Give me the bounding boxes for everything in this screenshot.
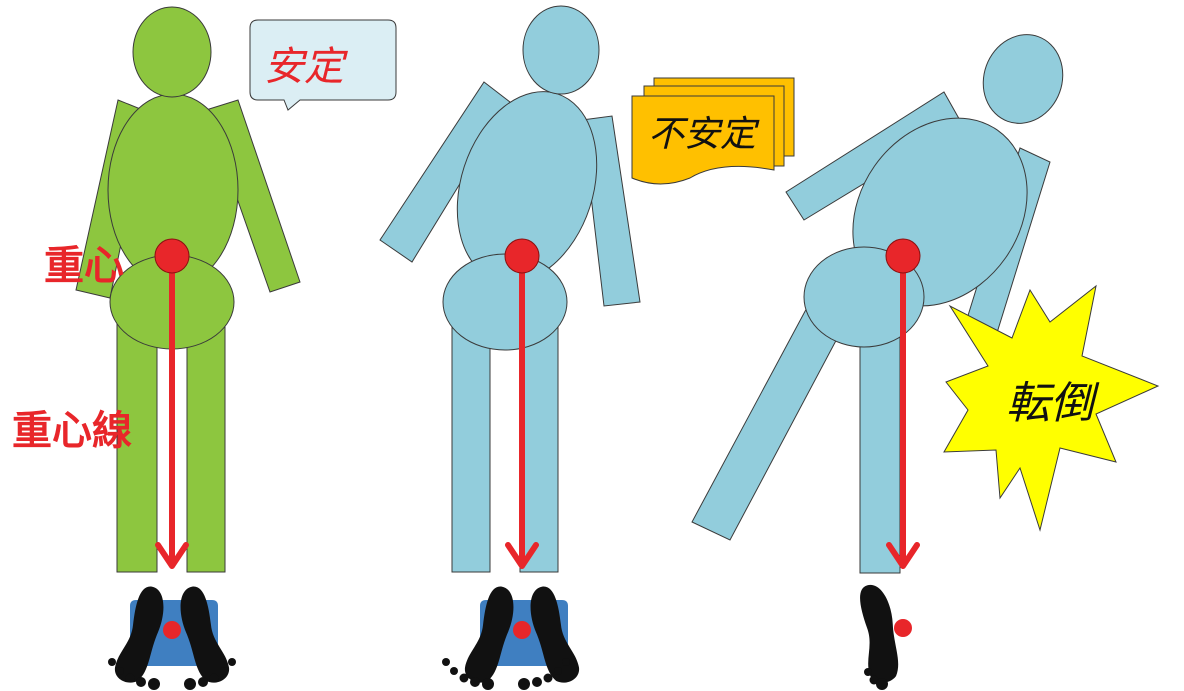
right-leg [519, 321, 559, 573]
base-of-support-1 [108, 583, 236, 690]
pelvis [803, 246, 925, 348]
right-leg [859, 317, 901, 574]
toe-dots [442, 658, 570, 690]
right-leg [186, 317, 226, 573]
left-arm [379, 81, 511, 263]
stable-speech-bubble: 安定 [249, 19, 397, 111]
base-of-support-3 [856, 582, 912, 690]
toe-dots [864, 668, 888, 690]
head [982, 34, 1064, 124]
left-leg [691, 301, 849, 541]
pelvis [442, 253, 568, 351]
gravity-line-1 [155, 253, 189, 569]
gravity-line-3 [886, 253, 920, 569]
center-of-gravity-projection [894, 619, 912, 637]
left-leg [451, 321, 491, 573]
gravity-line-2 [505, 253, 539, 569]
left-leg [116, 317, 158, 573]
left-arm [785, 91, 963, 221]
center-of-gravity-label: 重心 [44, 243, 124, 289]
unstable-note: 不安定 [631, 77, 795, 185]
center-of-gravity-projection [513, 621, 531, 639]
head [132, 6, 212, 98]
toe-dots [108, 658, 236, 690]
center-of-gravity-dot [504, 238, 540, 274]
center-of-gravity-projection [163, 621, 181, 639]
fall-burst: 転倒 [943, 284, 1160, 532]
figure-stable [75, 6, 301, 573]
stable-label: 安定 [264, 44, 348, 90]
unstable-label: 不安定 [648, 114, 760, 155]
center-of-gravity-dot [154, 238, 190, 274]
fall-label: 転倒 [1006, 378, 1100, 429]
figure-unstable [379, 5, 641, 573]
head [522, 5, 600, 95]
gravity-line-label: 重心線 [12, 408, 132, 454]
center-of-gravity-dot [885, 238, 921, 274]
base-of-support-2 [442, 583, 583, 690]
